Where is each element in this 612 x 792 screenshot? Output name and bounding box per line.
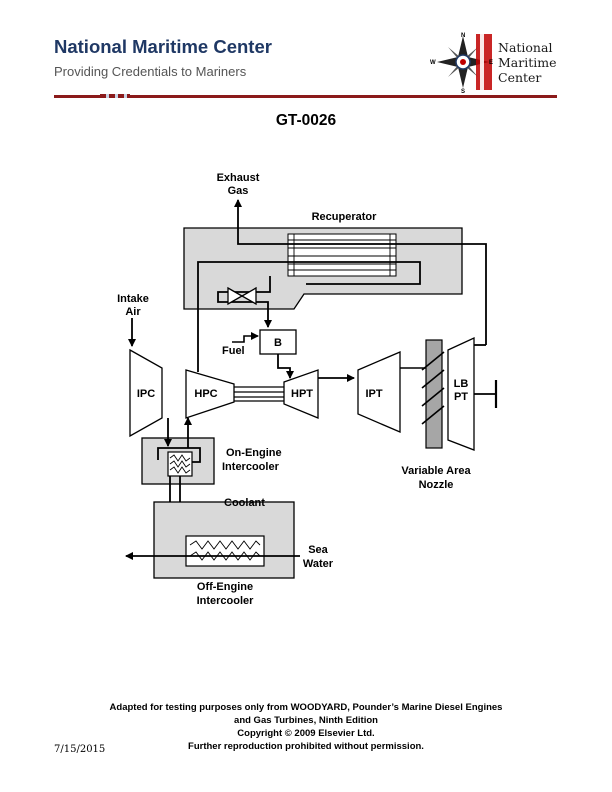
ipt-label: IPT bbox=[365, 388, 382, 400]
recuperator-to-burner-line bbox=[217, 276, 272, 328]
document-title: GT-0026 bbox=[275, 112, 337, 129]
exhaust-gas-label-line1: Exhaust bbox=[217, 172, 260, 184]
off-engine-intercooler-label-line1: Off-Engine bbox=[197, 581, 253, 593]
logo-line-2: Maritime bbox=[498, 55, 557, 70]
citation-line-3: Copyright © 2009 Elsevier Ltd. bbox=[237, 728, 375, 739]
on-engine-intercooler-label-line1: On-Engine bbox=[226, 447, 282, 459]
intake-air-label-line2: Air bbox=[125, 306, 141, 318]
lbpt-label-line1: LB bbox=[454, 378, 469, 390]
organization-title: National Maritime Center bbox=[54, 36, 272, 57]
hpt-label: HPT bbox=[291, 388, 313, 400]
recuperator-core bbox=[287, 233, 397, 277]
nozzle-vanes bbox=[421, 351, 445, 425]
header-divider bbox=[54, 95, 557, 98]
fuel-label: Fuel bbox=[222, 345, 245, 357]
hpc-to-recuperator-line bbox=[197, 261, 421, 372]
sea-water-label-line2: Water bbox=[303, 558, 334, 570]
lbpt-label-line2: PT bbox=[454, 391, 468, 403]
burner-box bbox=[259, 329, 297, 355]
compass-rose-logo-icon: N E W S bbox=[430, 33, 493, 94]
burner-to-hpt-line bbox=[277, 354, 294, 379]
citation-line-2: and Gas Turbines, Ninth Edition bbox=[234, 715, 378, 726]
recuperator-label: Recuperator bbox=[312, 211, 378, 223]
sea-water-label-line1: Sea bbox=[308, 544, 328, 556]
compass-letter-w: W bbox=[430, 60, 436, 66]
intercooler-to-hpc-line bbox=[157, 447, 201, 463]
ipc-label: IPC bbox=[137, 388, 155, 400]
recuperator-bypass-valve-icon bbox=[227, 286, 257, 306]
hpc-compressor bbox=[185, 369, 235, 419]
intake-air-label-line1: Intake bbox=[117, 293, 149, 305]
off-engine-intercooler-label-line2: Intercooler bbox=[197, 595, 255, 607]
fuel-line bbox=[232, 332, 259, 343]
ipt-turbine bbox=[357, 351, 401, 433]
coolant-label: Coolant bbox=[224, 497, 265, 509]
logo-line-3: Center bbox=[498, 70, 542, 85]
organization-subtitle: Providing Credentials to Mariners bbox=[54, 64, 247, 79]
off-engine-intercooler-core bbox=[185, 535, 265, 567]
burner-label: B bbox=[274, 337, 282, 349]
source-citation: Adapted for testing purposes only from W… bbox=[0, 701, 612, 753]
compass-letter-e: E bbox=[489, 60, 493, 66]
ipc-compressor bbox=[129, 348, 163, 438]
document-date: 7/15/2015 bbox=[54, 744, 106, 755]
exhaust-gas-label-line2: Gas bbox=[228, 185, 249, 197]
compass-letter-s: S bbox=[461, 89, 465, 94]
compass-letter-n: N bbox=[461, 33, 465, 39]
variable-area-nozzle-label-line2: Nozzle bbox=[419, 479, 454, 491]
header-divider-accent bbox=[100, 94, 130, 98]
on-engine-intercooler-label-line2: Intercooler bbox=[222, 461, 280, 473]
variable-area-nozzle-label-line1: Variable Area bbox=[401, 465, 471, 477]
variable-area-nozzle bbox=[425, 339, 443, 449]
logo-wordmark: National Maritime Center bbox=[498, 40, 557, 85]
hpc-label: HPC bbox=[194, 388, 217, 400]
lbpt-turbine bbox=[447, 336, 475, 451]
citation-line-1: Adapted for testing purposes only from W… bbox=[109, 702, 503, 713]
citation-line-4: Further reproduction prohibited without … bbox=[188, 741, 424, 752]
exhaust-gas-line bbox=[234, 199, 487, 345]
logo-line-1: National bbox=[498, 40, 553, 55]
